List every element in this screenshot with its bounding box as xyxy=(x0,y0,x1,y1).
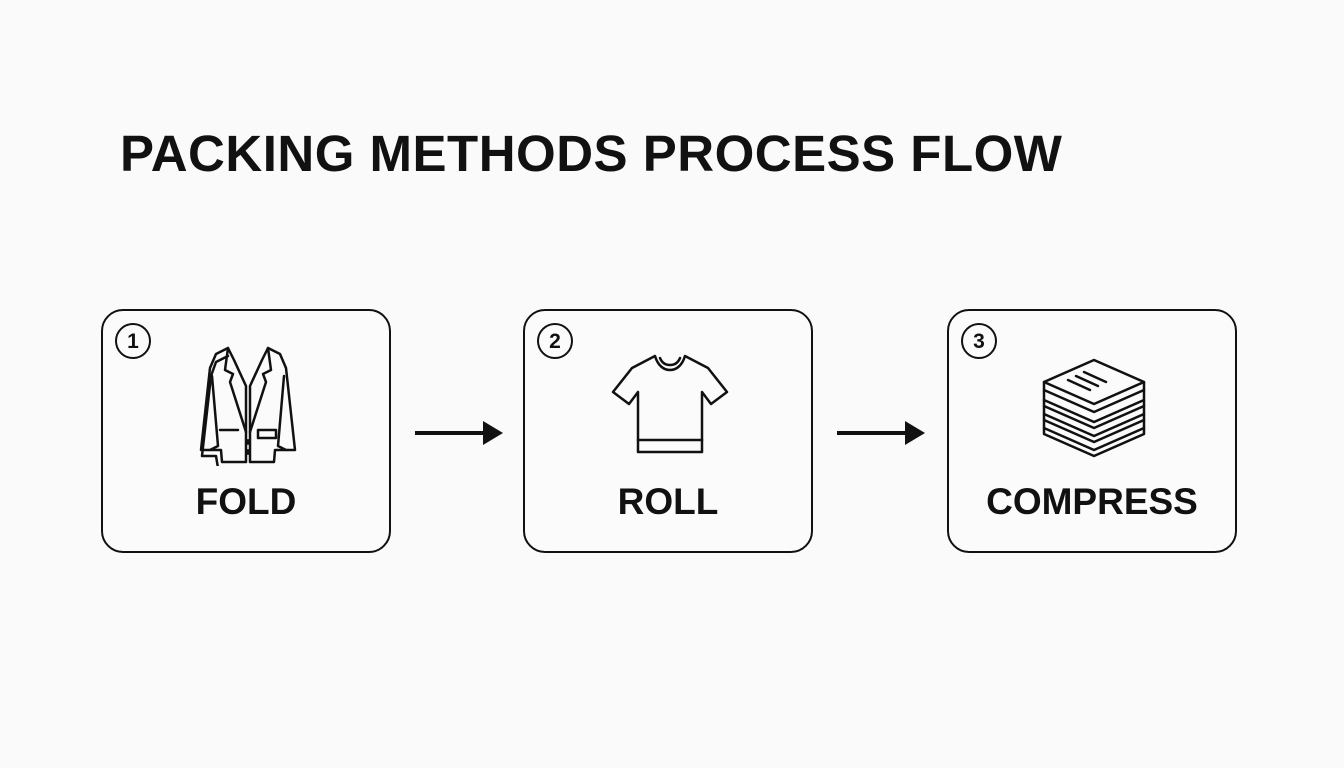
page-title: PACKING METHODS PROCESS FLOW xyxy=(120,125,1063,182)
step-card-roll: 2 ROLL xyxy=(523,309,813,553)
step-card-fold: 1 FOLD xyxy=(101,309,391,553)
step-card-compress: 3 COMPRESS xyxy=(947,309,1237,553)
tshirt-icon xyxy=(600,346,740,466)
step-label: FOLD xyxy=(195,481,297,522)
arrow-right-icon xyxy=(837,421,925,445)
stacked-clothes-icon xyxy=(1024,346,1164,466)
arrow-right-icon xyxy=(415,421,503,445)
step-number-badge: 2 xyxy=(537,323,573,359)
step-number-badge: 3 xyxy=(961,323,997,359)
step-number-badge: 1 xyxy=(115,323,151,359)
step-label: ROLL xyxy=(617,481,719,522)
jacket-icon xyxy=(178,346,318,466)
step-label: COMPRESS xyxy=(986,481,1198,522)
